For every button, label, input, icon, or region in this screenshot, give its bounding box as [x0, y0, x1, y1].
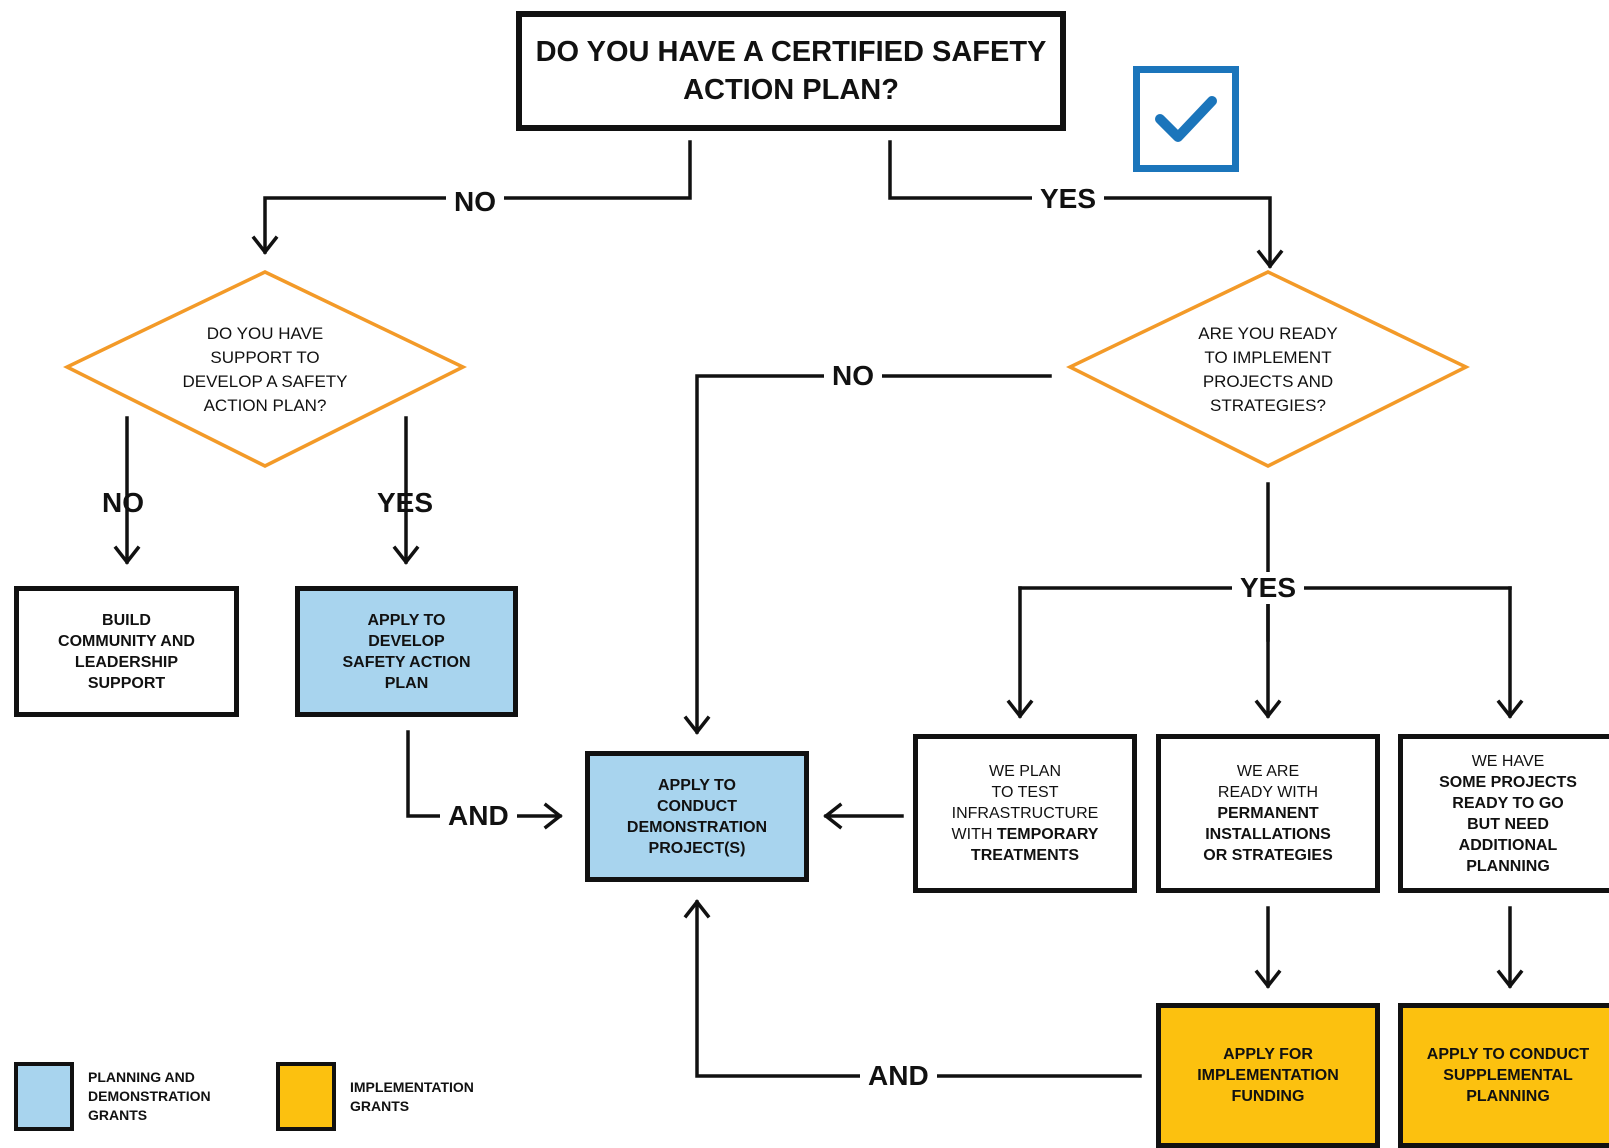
- develop-plan-box: APPLY TO DEVELOP SAFETY ACTION PLAN: [295, 586, 518, 717]
- demonstration-box: APPLY TO CONDUCT DEMONSTRATION PROJECT(S…: [585, 751, 809, 882]
- label-and-lower: AND: [860, 1060, 937, 1092]
- label-title-no: NO: [446, 186, 504, 218]
- arrowhead-demo-right: [823, 802, 843, 830]
- supplemental-planning-box: APPLY TO CONDUCT SUPPLEMENTAL PLANNING: [1398, 1003, 1609, 1148]
- connector-ready-no: [695, 374, 1052, 734]
- arrowhead-demo-left: [543, 802, 563, 830]
- label-ready-yes: YES: [1232, 572, 1305, 604]
- arrowhead-develop: [392, 545, 420, 565]
- arrowhead-demo-bottom: [683, 899, 711, 919]
- arrowhead-some: [1496, 699, 1524, 719]
- arrowhead-permanent: [1254, 699, 1282, 719]
- legend-swatch-planning: [14, 1062, 74, 1131]
- label-ready-no: NO: [824, 360, 882, 392]
- label-title-yes: YES: [1032, 183, 1105, 215]
- label-and-upper: AND: [440, 800, 517, 832]
- implementation-funding-box: APPLY FOR IMPLEMENTATION FUNDING: [1156, 1003, 1380, 1148]
- connector-impl-and: [695, 900, 1142, 1078]
- label-support-yes: YES: [377, 487, 434, 518]
- arrowhead-temp: [1006, 699, 1034, 719]
- title-text: DO YOU HAVE A CERTIFIED SAFETY ACTION PL…: [535, 36, 1047, 106]
- legend-label-implementation: IMPLEMENTATION GRANTS: [350, 1079, 474, 1114]
- arrowhead-support: [251, 235, 279, 255]
- temporary-treatments-box: WE PLAN TO TEST INFRASTRUCTURE WITH TEMP…: [913, 734, 1137, 893]
- arrowhead-supp: [1496, 969, 1524, 989]
- arrowhead-build: [113, 545, 141, 565]
- build-support-box: BUILD COMMUNITY AND LEADERSHIP SUPPORT: [14, 586, 239, 717]
- permanent-installations-box: WE ARE READY WITH PERMANENT INSTALLATION…: [1156, 734, 1380, 893]
- arrowhead-impl: [1254, 969, 1282, 989]
- checkmark-icon: [1155, 96, 1217, 142]
- decision-ready-text: ARE YOU READY TO IMPLEMENT PROJECTS AND …: [1198, 324, 1338, 415]
- some-projects-box: WE HAVE SOME PROJECTS READY TO GO BUT NE…: [1398, 734, 1609, 893]
- checkbox: [1133, 66, 1239, 172]
- label-support-no: NO: [102, 487, 144, 518]
- decision-support-text: DO YOU HAVE SUPPORT TO DEVELOP A SAFETY …: [182, 324, 348, 415]
- title-question-box: DO YOU HAVE A CERTIFIED SAFETY ACTION PL…: [516, 11, 1066, 131]
- legend-swatch-implementation: [276, 1062, 336, 1131]
- arrowhead-ready: [1256, 249, 1284, 269]
- arrowhead-demo-top: [683, 715, 711, 735]
- legend-label-planning: PLANNING AND DEMONSTRATION GRANTS: [88, 1069, 211, 1123]
